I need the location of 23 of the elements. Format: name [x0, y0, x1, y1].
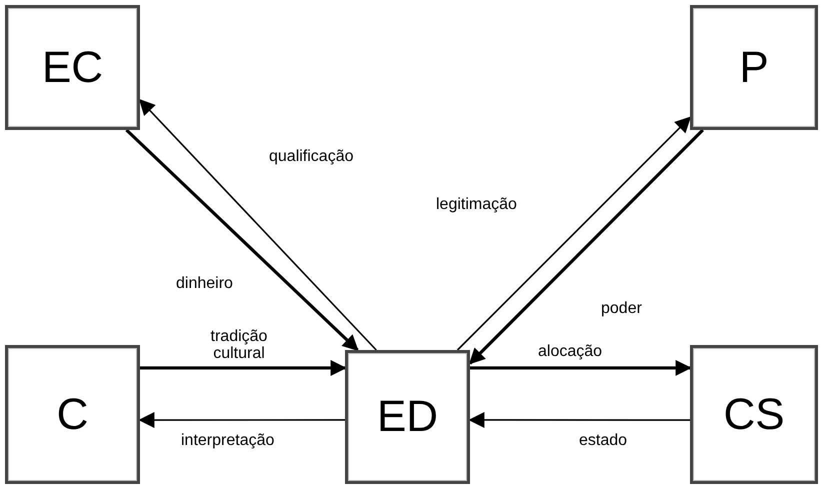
box-label: CS — [723, 390, 785, 440]
labeled-box — [345, 350, 470, 484]
edge-label: alocação — [537, 343, 604, 360]
arrow — [456, 116, 692, 351]
arrow — [470, 360, 692, 376]
labeled-box — [5, 5, 140, 130]
edge-label: legitimação — [435, 196, 518, 213]
arrow — [468, 412, 690, 428]
arrow — [125, 128, 359, 352]
box-label: EC — [42, 42, 104, 92]
labeled-box — [5, 345, 140, 484]
arrow — [140, 360, 347, 376]
edge-label: interpretação — [180, 432, 276, 449]
arrow — [468, 128, 704, 365]
labeled-box — [690, 5, 818, 130]
box-label: C — [56, 390, 88, 440]
arrow — [138, 98, 377, 351]
box-label: P — [739, 42, 769, 92]
edge-label: qualificação — [268, 148, 354, 165]
labeled-box — [690, 345, 818, 484]
edge-label: poder — [600, 300, 643, 317]
arrow — [138, 412, 345, 428]
box-label: ED — [376, 392, 438, 442]
